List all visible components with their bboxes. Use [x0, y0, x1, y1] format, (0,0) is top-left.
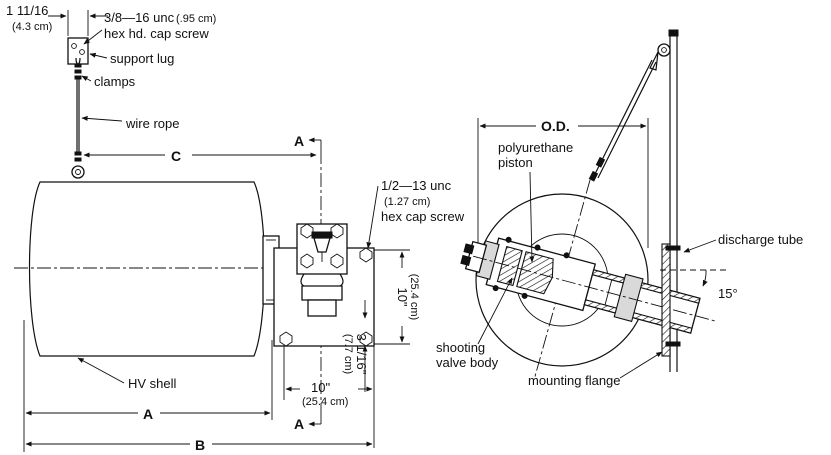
section-a-bottom-label: A: [294, 416, 304, 432]
piston-label-line1: polyurethane: [498, 140, 573, 155]
dim-3-1-16-cm-label: (7.7 cm): [342, 334, 354, 374]
valve-label-line2: valve body: [436, 355, 499, 370]
wall-mounting-flange: [661, 243, 681, 357]
mounting-flange-label: mounting flange: [528, 373, 621, 388]
od-label: O.D.: [541, 118, 570, 134]
dim-c-label: C: [171, 148, 181, 164]
hex-cap-screw-label: hex cap screw: [381, 209, 465, 224]
dimension-c: C: [83, 148, 317, 164]
wire-rope: [71, 78, 85, 179]
dim-10-horizontal-cm-label: (25.4 cm): [302, 396, 348, 408]
dimension-b: B: [25, 437, 373, 453]
discharge-tube-label: discharge tube: [718, 232, 803, 247]
support-lug-label: support lug: [110, 51, 174, 66]
support-rod: [588, 59, 657, 182]
dim-a-label: A: [143, 406, 153, 422]
valve-assembly-section: [460, 236, 715, 334]
dim-10-vertical-cm-label: (25.4 cm): [408, 274, 420, 320]
dim-10-horizontal-label: 10": [311, 380, 330, 395]
dim-10-vertical: 10" (25.4 cm): [374, 249, 420, 345]
hex-thread-label: 1/2—13 unc: [381, 178, 452, 193]
section-a-bottom-marker: A: [294, 412, 322, 432]
wall-support-bracket: [649, 43, 671, 71]
wire-rope-label: wire rope: [125, 116, 179, 131]
valve-label-line1: shooting: [436, 340, 485, 355]
hv-shell-label: HV shell: [128, 376, 177, 391]
dim-b-label: B: [195, 437, 205, 453]
lug-width-cm-label: (4.3 cm): [12, 21, 52, 33]
dim-3-1-16: 3 1/16" (7.7 cm): [342, 300, 369, 392]
piston-label-line2: piston: [498, 155, 533, 170]
dimension-a: A: [23, 320, 273, 452]
dim-3-1-16-label: 3 1/16": [354, 334, 369, 375]
lug-width-dimension: 1 11/16 (4.3 cm): [6, 3, 108, 36]
angle-15-indicator: 15°: [660, 269, 738, 301]
od-dimension: O.D.: [477, 118, 649, 268]
cap-screw-label: hex hd. cap screw: [104, 26, 209, 41]
hv-shell: [28, 181, 266, 357]
shell-outer-circle: [475, 193, 649, 367]
dim-10-vertical-label: 10": [395, 287, 410, 306]
lug-width-label: 1 11/16: [6, 3, 48, 18]
angle-label: 15°: [718, 286, 738, 301]
clamps-label: clamps: [94, 74, 136, 89]
dim-10-horizontal: 10" (25.4 cm): [283, 346, 375, 448]
cap-screw-thread-label: 3/8—16 unc: [104, 10, 175, 25]
section-a-top-label: A: [294, 133, 304, 149]
hex-thread-cm-label: (1.27 cm): [384, 196, 430, 208]
valve-body-side: [296, 223, 348, 317]
cap-screw-thread-cm-label: (.95 cm): [176, 13, 216, 25]
support-lug: [67, 37, 89, 80]
section-a-top-marker: A: [294, 133, 322, 150]
